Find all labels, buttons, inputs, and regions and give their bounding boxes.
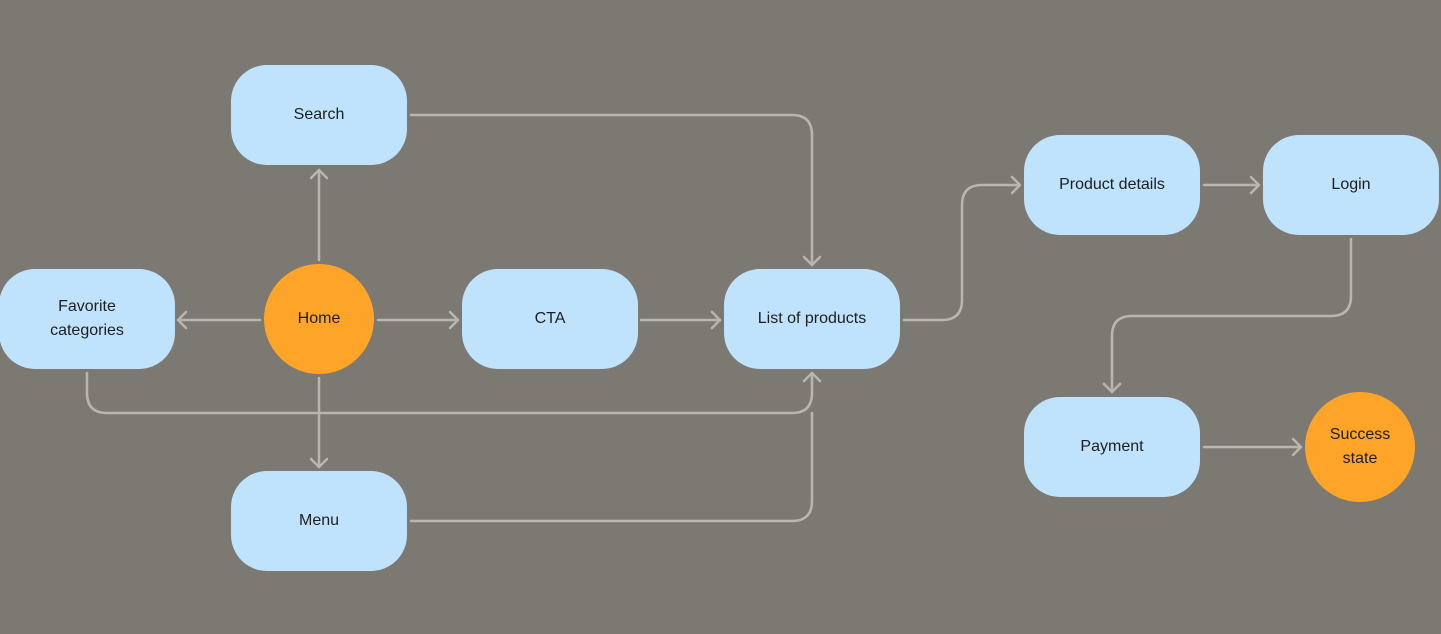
edge-list-of-products-product-details	[902, 175, 1022, 322]
node-login-label: Login	[1331, 176, 1371, 193]
node-payment-label: Payment	[1080, 438, 1144, 455]
node-cta[interactable]: CTA	[462, 269, 638, 369]
node-login[interactable]: Login	[1263, 135, 1439, 235]
node-favorite-categories-label: Favorite categories	[50, 298, 124, 339]
edge-cta-list-of-products	[639, 310, 722, 330]
edge-home-search	[309, 168, 329, 262]
node-success-state[interactable]: Success state	[1305, 392, 1415, 502]
edge-login-payment	[1102, 237, 1353, 394]
node-home[interactable]: Home	[264, 264, 374, 374]
edge-payment-success-state	[1202, 437, 1303, 457]
node-home-label: Home	[297, 310, 341, 327]
node-payment[interactable]: Payment	[1024, 397, 1200, 497]
edge-menu-list-of-products	[409, 411, 814, 523]
node-list-of-products[interactable]: List of products	[724, 269, 900, 369]
node-success-state-label: Success state	[1329, 426, 1391, 467]
node-list-of-products-label: List of products	[757, 310, 867, 327]
node-product-details-label: Product details	[1059, 176, 1165, 193]
node-favorite-categories[interactable]: Favorite categories	[0, 269, 175, 369]
node-product-details[interactable]: Product details	[1024, 135, 1200, 235]
edge-home-cta	[376, 310, 460, 330]
edge-home-menu	[309, 376, 329, 469]
edge-home-favorite-categories	[176, 310, 262, 330]
node-menu-label: Menu	[298, 512, 340, 529]
node-search[interactable]: Search	[231, 65, 407, 165]
node-cta-label: CTA	[534, 310, 566, 327]
node-menu[interactable]: Menu	[231, 471, 407, 571]
node-search-label: Search	[293, 106, 345, 123]
edge-favorite-categories-list-of-products	[85, 371, 822, 415]
edge-product-details-login	[1202, 175, 1261, 195]
edge-search-list-of-products	[409, 113, 822, 267]
